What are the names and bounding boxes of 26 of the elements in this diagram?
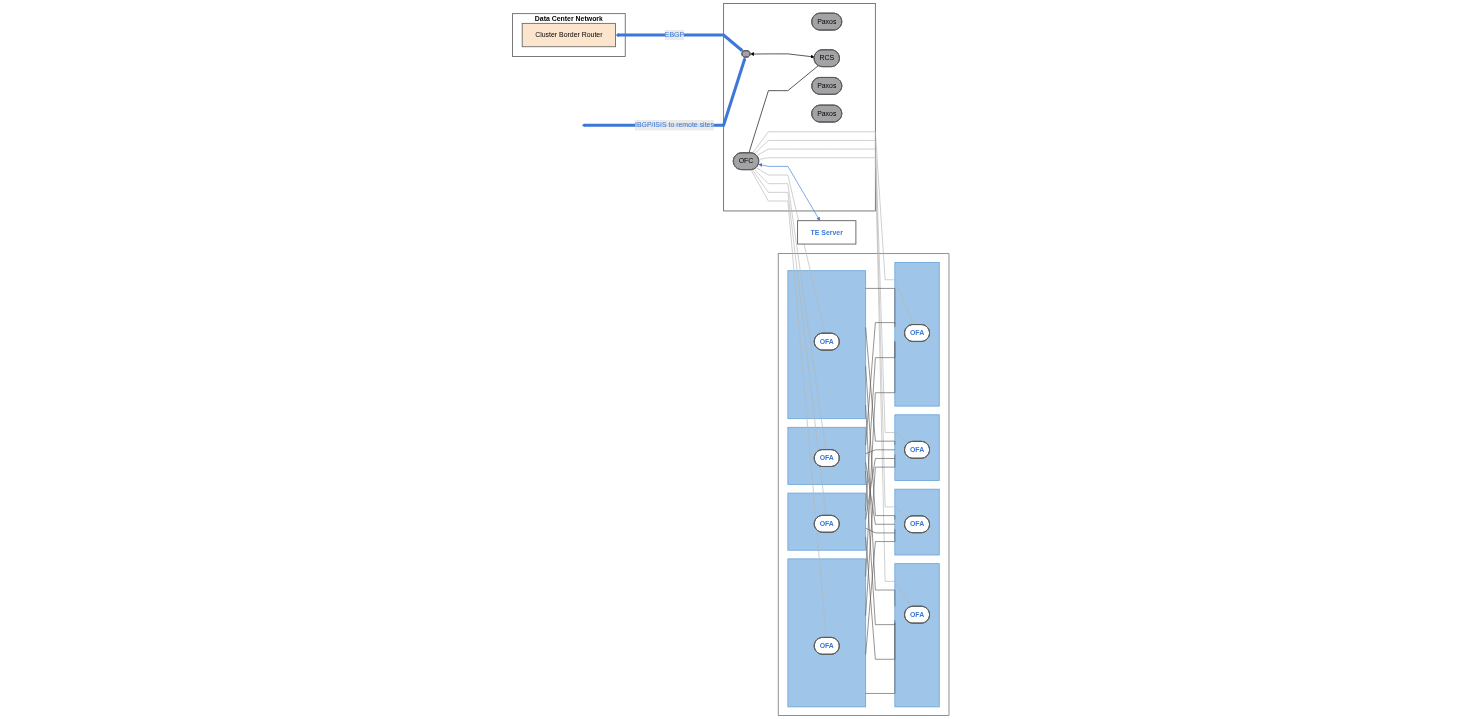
connector [865, 341, 896, 577]
cluster [723, 3, 877, 212]
connector [865, 449, 896, 455]
connector [754, 140, 909, 444]
connector [865, 288, 896, 325]
connector [750, 169, 827, 638]
cluster [787, 492, 867, 551]
connector [752, 131, 915, 326]
connector [865, 404, 896, 607]
cluster [787, 558, 867, 708]
connector [865, 527, 896, 534]
connector [865, 622, 896, 694]
connector [865, 366, 896, 520]
cluster [894, 488, 940, 556]
connector [865, 462, 896, 525]
connector [753, 168, 827, 451]
connector [752, 169, 827, 516]
cluster [787, 426, 867, 485]
cluster [894, 414, 940, 481]
cluster [894, 262, 940, 407]
cluster [787, 270, 867, 420]
cluster [894, 563, 940, 708]
connector [865, 454, 896, 520]
arrow [615, 33, 744, 52]
cluster [778, 253, 950, 716]
connector [756, 167, 826, 334]
